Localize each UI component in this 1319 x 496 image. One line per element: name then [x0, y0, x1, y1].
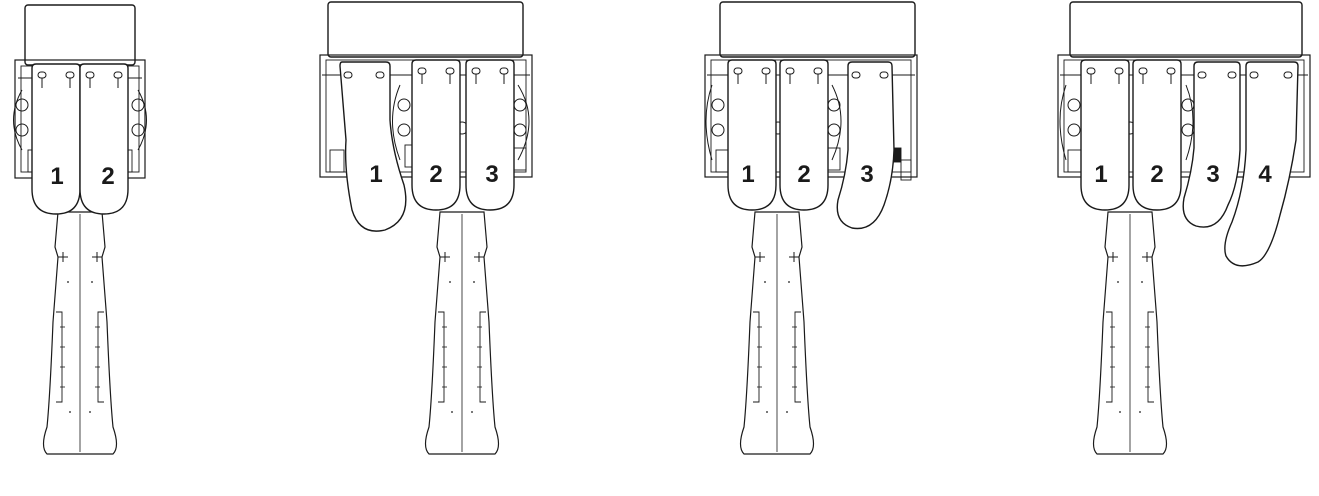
handle-grip [424, 211, 500, 455]
top-plate [24, 4, 136, 66]
lever-label: 2 [101, 163, 114, 190]
assembly-three-lever-angled: 1 2 3 [319, 1, 533, 455]
assembly-four-lever: 1 2 3 4 [1057, 1, 1311, 455]
lever-label: 4 [1258, 161, 1272, 188]
lever-label: 1 [50, 163, 63, 190]
lever-label: 1 [1094, 161, 1107, 188]
lever-1-paddle[interactable] [31, 63, 81, 215]
lever-label: 2 [797, 161, 810, 188]
lever-4-paddle[interactable] [1224, 61, 1299, 267]
lever-label: 3 [860, 161, 873, 188]
handle-grip [739, 211, 815, 455]
bracket-frame [1057, 54, 1311, 178]
lever-label: 1 [369, 161, 382, 188]
lever-3-paddle[interactable] [1182, 61, 1241, 228]
lever-label: 3 [1206, 161, 1219, 188]
lever-label: 2 [429, 161, 442, 188]
top-plate [719, 1, 916, 58]
lever-2-paddle[interactable] [79, 63, 129, 215]
handle-grip [42, 211, 118, 455]
assembly-two-lever: 1 2 [13, 4, 147, 455]
lever-label: 2 [1150, 161, 1163, 188]
lever-label: 3 [485, 161, 498, 188]
top-plate [327, 1, 524, 58]
top-plate [1069, 1, 1303, 58]
lever-3-paddle[interactable] [836, 61, 895, 230]
lever-label: 1 [741, 161, 754, 188]
lever-1-paddle[interactable] [339, 61, 407, 232]
assembly-three-lever-right: 1 2 3 [704, 1, 918, 455]
handle-grip [1092, 211, 1168, 455]
